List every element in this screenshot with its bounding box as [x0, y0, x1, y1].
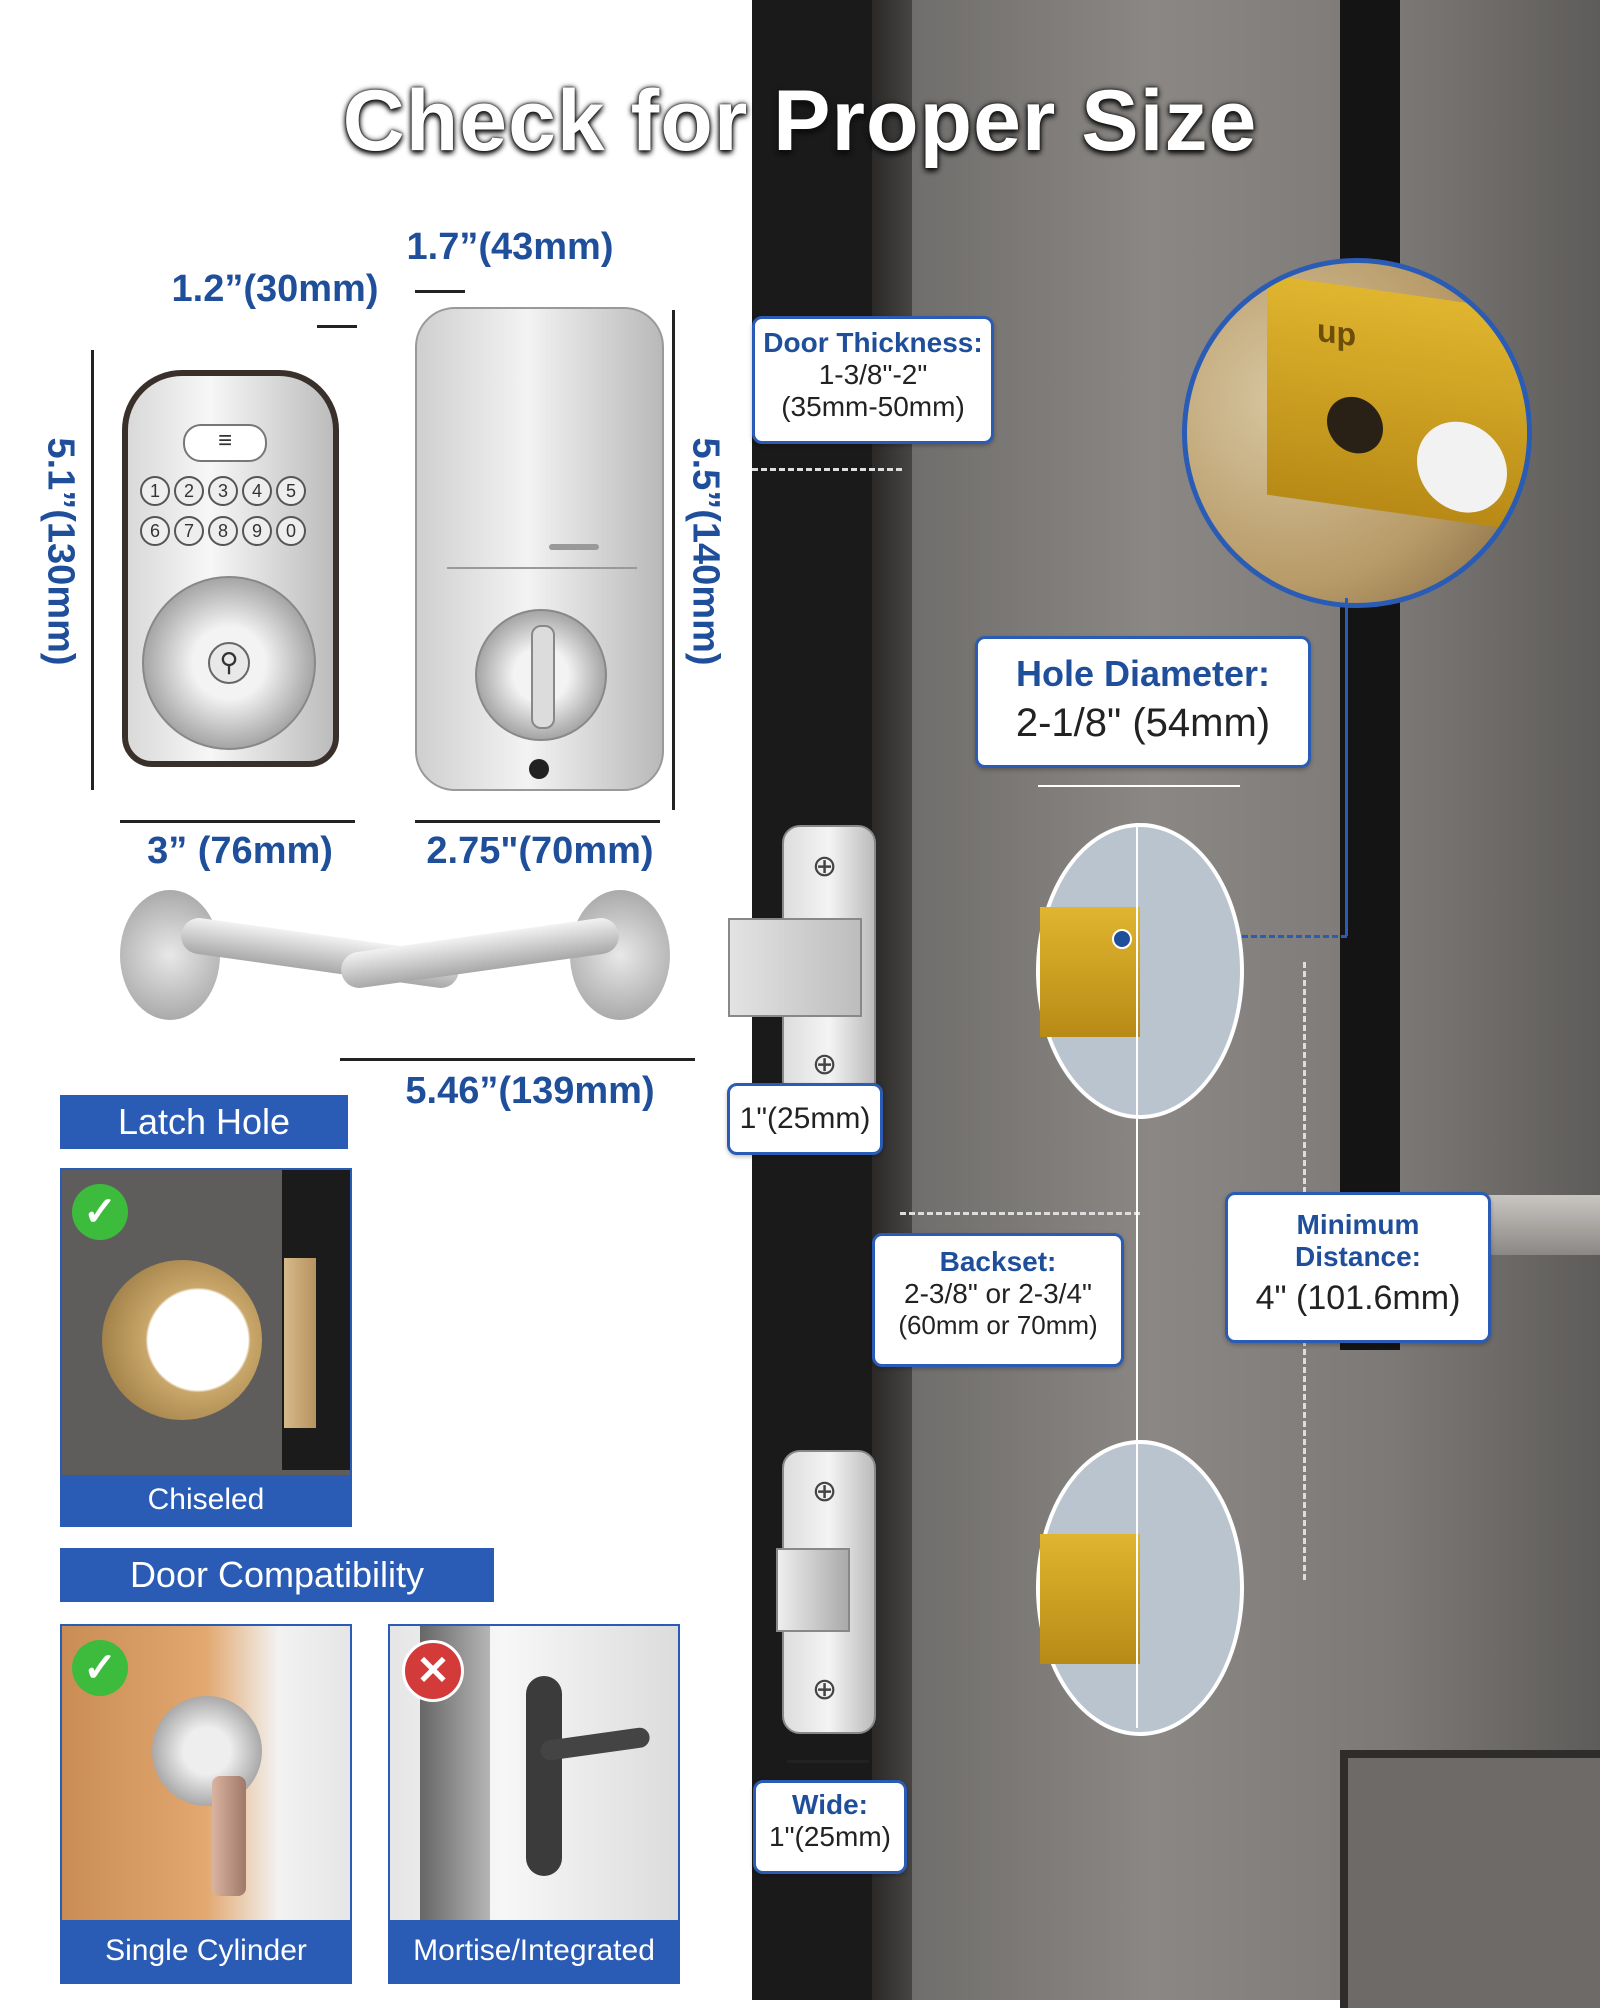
- key-image: [212, 1776, 246, 1896]
- door-thickness-line2: (35mm-50mm): [781, 391, 965, 422]
- minimum-distance-value: 4" (101.6mm): [1255, 1279, 1461, 1317]
- up-marking: up: [1317, 311, 1357, 354]
- keypad-key: 2: [174, 476, 204, 506]
- keypad-key: 6: [140, 516, 170, 546]
- zoom-connector-vertical: [1345, 598, 1348, 936]
- height-arrow-front: [91, 350, 94, 790]
- keyhole-icon: ⚲: [208, 642, 250, 684]
- latch-bolt: [728, 918, 862, 1017]
- back-height-label: 5.5”(140mm): [684, 437, 727, 666]
- lower-bore-hole: [1036, 1440, 1244, 1736]
- keypad-top-row: 1 2 3 4 5: [140, 476, 330, 506]
- deadbolt-mechanism: [1040, 907, 1140, 1037]
- lever-length-arrow: [340, 1058, 695, 1061]
- front-width-label: 3” (76mm): [147, 830, 333, 872]
- keypad-key: 1: [140, 476, 170, 506]
- keypad-key: 8: [208, 516, 238, 546]
- wide-value: 1"(25mm): [769, 1821, 891, 1852]
- latch-bolt: [776, 1548, 850, 1632]
- height-arrow-back: [672, 310, 675, 810]
- door-thickness-line1: 1-3/8"-2": [818, 359, 928, 390]
- backset-line1: 2-3/8" or 2-3/4": [904, 1278, 1092, 1309]
- keyed-cylinder: ⚲: [142, 576, 316, 750]
- minimum-distance-callout: Minimum Distance: 4" (101.6mm): [1225, 1192, 1491, 1343]
- wide-arrow: [787, 1760, 869, 1763]
- check-icon: ✓: [72, 1184, 128, 1240]
- keypad-lock-front: ≡ 1 2 3 4 5 6 7 8 9 0 ⚲: [122, 370, 339, 767]
- door-thickness-heading: Door Thickness:: [763, 327, 983, 358]
- latch-hole-tag: Latch Hole: [60, 1095, 348, 1149]
- mortise-integrated-photo: ✕ Mortise/Integrated: [388, 1624, 680, 1984]
- lever-length-label: 5.46”(139mm): [405, 1070, 655, 1112]
- minimum-distance-heading1: Minimum: [1296, 1209, 1420, 1240]
- bore-hole-image: [102, 1260, 262, 1420]
- back-depth-arrow: [415, 290, 465, 293]
- mortise-integrated-caption: Mortise/Integrated: [390, 1920, 678, 1982]
- keypad-key: 7: [174, 516, 204, 546]
- keypad-bottom-row: 6 7 8 9 0: [140, 516, 330, 546]
- backset-guide-line: [900, 1212, 1140, 1215]
- screw-icon: ⊕: [812, 1673, 838, 1706]
- front-width-arrow: [120, 820, 355, 823]
- keypad-key: 3: [208, 476, 238, 506]
- door-frame-strip: [1340, 0, 1400, 1350]
- front-depth-arrow: [317, 325, 357, 328]
- upper-bore-hole: [1036, 823, 1244, 1119]
- cross-icon: ✕: [402, 1640, 464, 1702]
- door-thickness-callout: Door Thickness: 1-3/8"-2" (35mm-50mm): [752, 316, 994, 444]
- screw-icon: ⊕: [812, 1475, 838, 1508]
- hole-diameter-heading: Hole Diameter:: [1015, 653, 1271, 694]
- door-recessed-panel: [1340, 1750, 1600, 2008]
- mortise-plate-image: [526, 1676, 562, 1876]
- backset-heading: Backset:: [939, 1246, 1057, 1277]
- door-handle-rail: [1470, 1195, 1600, 1255]
- back-depth-label: 1.7”(43mm): [406, 226, 614, 268]
- page-title: Check for Proper Size: [342, 73, 1258, 169]
- thickness-guide-line: [752, 468, 902, 471]
- center-line: [1136, 823, 1138, 1728]
- door-compatibility-tag: Door Compatibility: [60, 1548, 494, 1602]
- minimum-distance-heading2: Distance:: [1294, 1241, 1422, 1272]
- keypad-key: 4: [242, 476, 272, 506]
- keypad-key: 0: [276, 516, 306, 546]
- single-cylinder-caption: Single Cylinder: [62, 1920, 350, 1982]
- center-point-marker: [1112, 929, 1132, 949]
- latch-mechanism-brass: up: [1267, 274, 1527, 532]
- latch-mechanism: [1040, 1534, 1140, 1664]
- lever-rose-left: [120, 890, 220, 1020]
- back-width-label: 2.75"(70mm): [426, 830, 654, 872]
- hole-diameter-value: 2-1/8" (54mm): [1015, 701, 1271, 745]
- latch-hole-photo: ✓ Chiseled: [60, 1168, 352, 1527]
- battery-port-icon: [529, 759, 549, 779]
- wide-callout: Wide: 1"(25mm): [753, 1780, 907, 1874]
- latch-hole-caption: Chiseled: [62, 1475, 350, 1525]
- single-cylinder-photo: ✓ Single Cylinder: [60, 1624, 352, 1984]
- lock-interior-unit: [415, 307, 664, 791]
- front-depth-label: 1.2”(30mm): [171, 268, 379, 310]
- screw-icon: ⊕: [812, 1048, 838, 1081]
- wide-heading: Wide:: [792, 1789, 868, 1820]
- thumb-turn: [475, 609, 607, 741]
- latch-detail-zoom: up: [1182, 258, 1532, 608]
- check-icon: ✓: [72, 1640, 128, 1696]
- latch-face-plate: ⊕ ⊕: [776, 1450, 876, 1734]
- keypad-key: 5: [276, 476, 306, 506]
- hole-diameter-callout: Hole Diameter: 2-1/8" (54mm): [975, 636, 1311, 768]
- back-width-arrow: [415, 820, 660, 823]
- door-edge: [872, 0, 916, 2000]
- keypad-key: 9: [242, 516, 272, 546]
- menu-icon: ≡: [183, 424, 267, 462]
- backset-callout: Backset: 2-3/8" or 2-3/4" (60mm or 70mm): [872, 1233, 1124, 1367]
- hole-diameter-guide: [1038, 785, 1240, 787]
- chiseled-mortise-image: [284, 1258, 316, 1428]
- front-height-label: 5.1”(130mm): [39, 437, 82, 666]
- latch-face-callout: 1"(25mm): [727, 1083, 883, 1155]
- screw-icon: ⊕: [812, 850, 838, 883]
- backset-line2: (60mm or 70mm): [898, 1310, 1098, 1340]
